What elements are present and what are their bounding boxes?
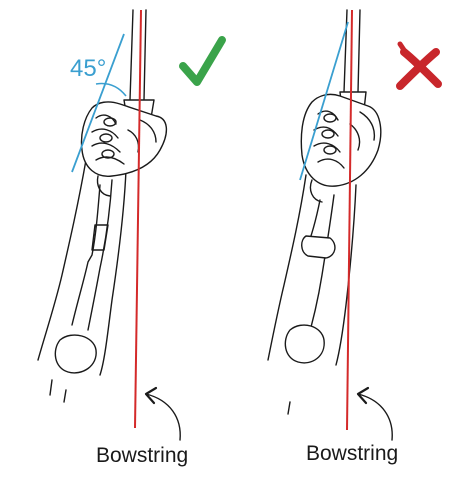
left-bowstring-arrow [144, 386, 181, 441]
angle-label: 45° [70, 55, 106, 82]
right-bowstring-line [346, 9, 353, 431]
left-panel: 45° Bowstring [37, 9, 226, 467]
left-bowstring-label: Bowstring [96, 444, 188, 467]
left-hand-sketch [80, 101, 167, 197]
right-panel: Bowstring [267, 9, 442, 465]
angle-arc [95, 82, 127, 97]
left-angle-guide: 45° [70, 33, 127, 173]
check-mark-icon [179, 36, 226, 86]
right-bow-riser [339, 9, 367, 111]
left-forearm-sketch [37, 159, 127, 403]
right-angle-guide-line [299, 21, 349, 181]
right-bowstring-arrow [356, 386, 393, 441]
right-bowstring-label: Bowstring [306, 442, 398, 465]
right-hand-sketch [300, 93, 382, 203]
angle-guide-line [71, 33, 125, 173]
right-forearm-sketch [267, 174, 357, 415]
left-bowstring-line [134, 9, 142, 429]
x-mark-icon [396, 41, 442, 90]
